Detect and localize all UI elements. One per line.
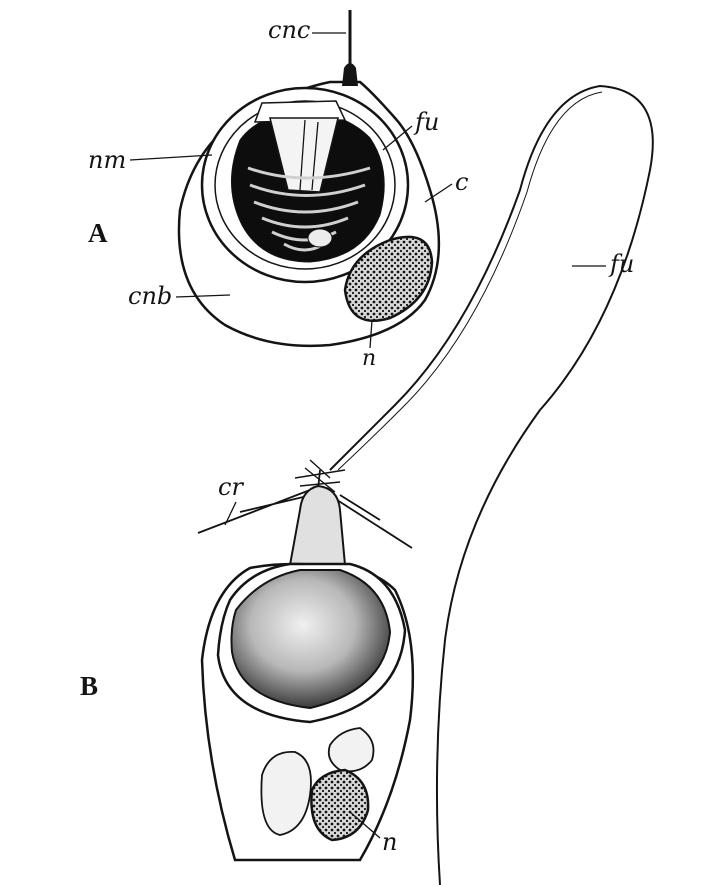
nucleus-b bbox=[311, 770, 368, 840]
panel-label-b: B bbox=[80, 671, 98, 701]
label-nm: nm bbox=[88, 146, 126, 174]
label-fu-top: fu bbox=[413, 108, 439, 136]
vacuole-2-b bbox=[329, 728, 374, 771]
cell-b bbox=[198, 460, 413, 860]
tube-end-a bbox=[308, 229, 332, 247]
leader-cnb bbox=[176, 295, 230, 297]
label-cnb: cnb bbox=[128, 282, 172, 310]
panel-label-a: A bbox=[88, 218, 108, 248]
label-cnc: cnc bbox=[268, 16, 310, 44]
vacuole-1-b bbox=[261, 752, 311, 835]
label-n-a: n bbox=[362, 346, 376, 371]
label-fu-right: fu bbox=[608, 250, 634, 278]
label-c: c bbox=[455, 168, 468, 196]
label-cr: cr bbox=[218, 473, 244, 501]
leader-cr bbox=[225, 502, 236, 525]
label-n-b: n bbox=[382, 828, 397, 856]
leader-n-a bbox=[370, 320, 372, 348]
